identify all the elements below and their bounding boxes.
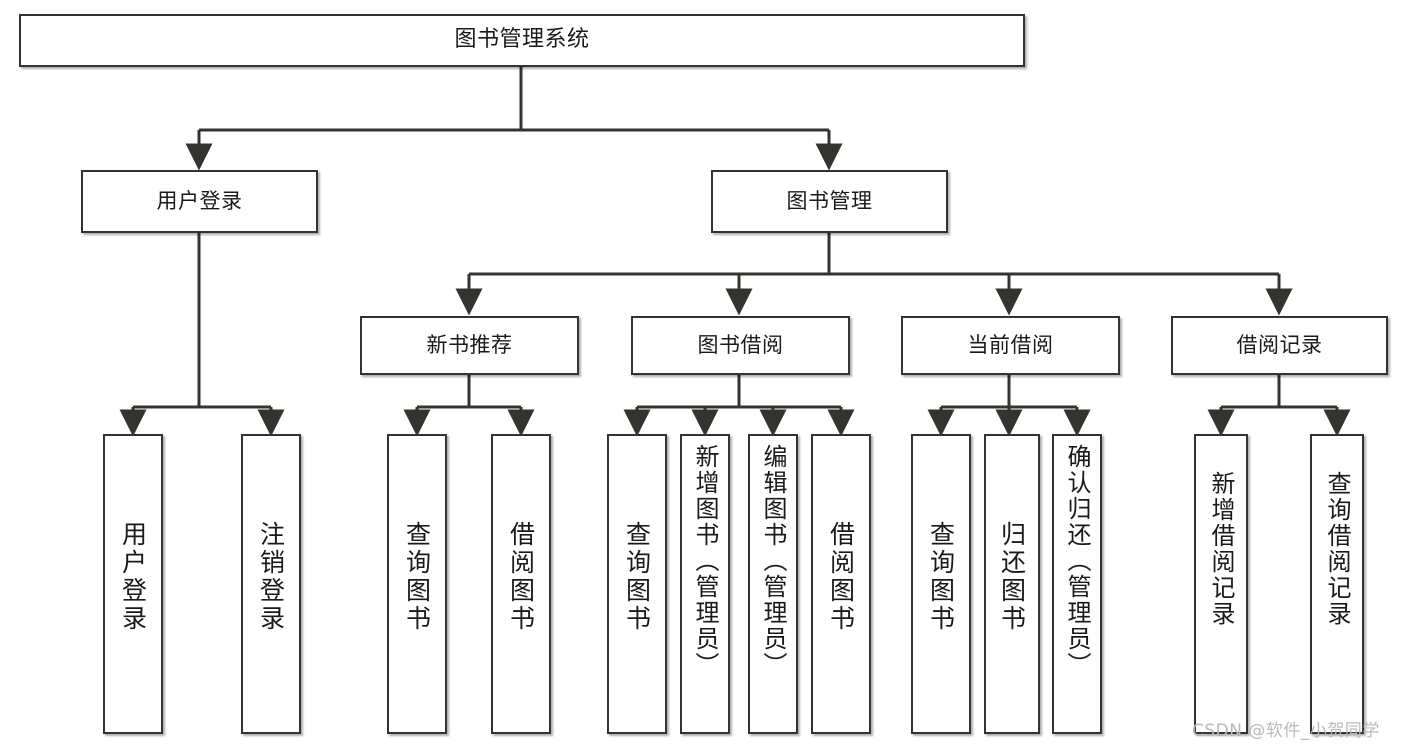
- node-new-book-recommend-label: 新书推荐: [426, 332, 513, 357]
- node-leaf-query-book-2[interactable]: 查询图书: [607, 434, 667, 734]
- node-leaf-query-book-3-label: 查询图书: [926, 521, 956, 633]
- node-leaf-borrow-book-1[interactable]: 借阅图书: [491, 434, 551, 734]
- node-new-book-recommend[interactable]: 新书推荐: [360, 316, 579, 375]
- node-leaf-borrow-book-2-label: 借阅图书: [826, 521, 856, 633]
- node-book-management-label: 图书管理: [786, 188, 873, 213]
- node-leaf-add-book[interactable]: 新增图书（管理员）: [680, 434, 730, 734]
- node-leaf-query-book-3[interactable]: 查询图书: [911, 434, 971, 734]
- node-leaf-return-book[interactable]: 归还图书: [984, 434, 1040, 734]
- node-root-label: 图书管理系统: [454, 27, 590, 53]
- node-borrow-record[interactable]: 借阅记录: [1171, 316, 1388, 375]
- node-leaf-confirm-return-label: 确认归还（管理员）: [1063, 444, 1091, 678]
- node-leaf-add-record[interactable]: 新增借阅记录: [1194, 434, 1248, 734]
- node-leaf-user-login[interactable]: 用户登录: [103, 434, 163, 734]
- node-leaf-query-record-label: 查询借阅记录: [1323, 471, 1351, 627]
- node-book-management[interactable]: 图书管理: [711, 170, 948, 233]
- node-user-login[interactable]: 用户登录: [81, 170, 318, 233]
- node-leaf-query-book-2-label: 查询图书: [622, 521, 652, 633]
- node-leaf-logout-label: 注销登录: [256, 521, 286, 633]
- node-book-borrow-label: 图书借阅: [697, 332, 784, 357]
- node-leaf-query-record[interactable]: 查询借阅记录: [1310, 434, 1364, 734]
- node-leaf-add-record-label: 新增借阅记录: [1207, 471, 1235, 627]
- node-book-borrow[interactable]: 图书借阅: [631, 316, 850, 375]
- node-leaf-edit-book-label: 编辑图书（管理员）: [759, 444, 787, 678]
- node-leaf-confirm-return[interactable]: 确认归还（管理员）: [1052, 434, 1102, 734]
- node-leaf-edit-book[interactable]: 编辑图书（管理员）: [748, 434, 798, 734]
- node-leaf-query-book-1[interactable]: 查询图书: [387, 434, 447, 734]
- node-current-borrow-label: 当前借阅: [967, 332, 1054, 357]
- node-borrow-record-label: 借阅记录: [1236, 332, 1323, 357]
- node-leaf-logout[interactable]: 注销登录: [241, 434, 301, 734]
- node-leaf-user-login-label: 用户登录: [118, 521, 148, 633]
- node-leaf-return-book-label: 归还图书: [997, 521, 1027, 633]
- node-leaf-borrow-book-2[interactable]: 借阅图书: [811, 434, 871, 734]
- node-leaf-query-book-1-label: 查询图书: [402, 521, 432, 633]
- node-leaf-add-book-label: 新增图书（管理员）: [691, 444, 719, 678]
- node-root[interactable]: 图书管理系统: [19, 14, 1025, 67]
- node-current-borrow[interactable]: 当前借阅: [901, 316, 1120, 375]
- node-user-login-label: 用户登录: [156, 188, 243, 213]
- node-leaf-borrow-book-1-label: 借阅图书: [506, 521, 536, 633]
- csdn-watermark: CSDN @软件_小贺同学: [1192, 721, 1380, 741]
